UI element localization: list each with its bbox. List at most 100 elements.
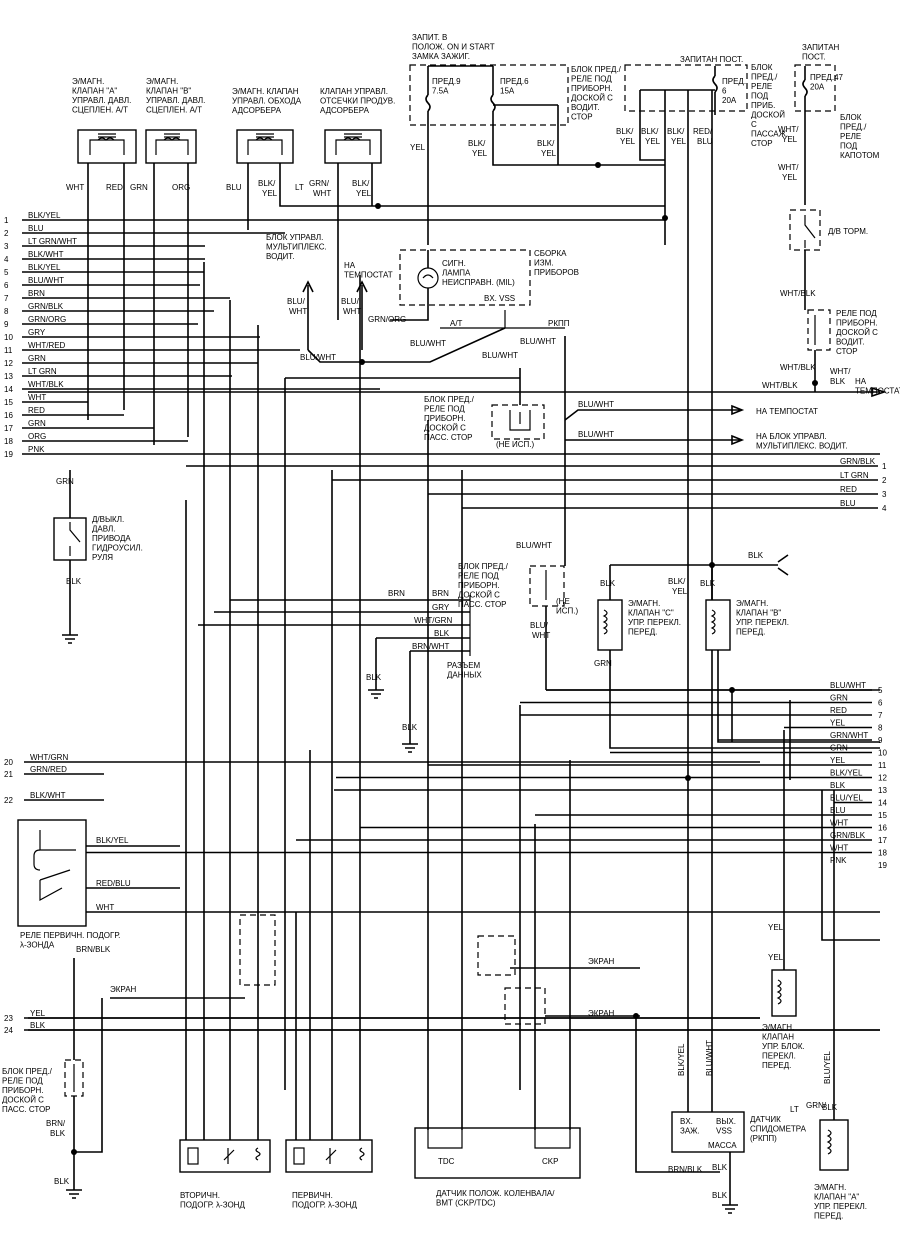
wire-label: GRN/ORG <box>368 315 406 324</box>
ground-icon <box>62 634 78 644</box>
wire-label: GRN <box>594 659 612 668</box>
wire-label: BLK <box>712 1191 728 1200</box>
wire-label: RED <box>106 183 123 192</box>
wire-color: BLK/WHT <box>30 791 66 800</box>
svg-text:Э/МАГН.КЛАПАН "B"УПР. ПЕРЕКЛ.П: Э/МАГН.КЛАПАН "B"УПР. ПЕРЕКЛ.ПЕРЕД. <box>736 599 789 637</box>
wire-label: BLK/ <box>668 577 686 586</box>
wire-color: YEL <box>830 756 846 765</box>
wire-label: BLU/WHT <box>578 400 614 409</box>
pin-number: 24 <box>4 1026 13 1035</box>
pin-number: 15 <box>4 398 13 407</box>
wire-label: GRY <box>432 603 450 612</box>
wire-color: BLU/YEL <box>830 794 863 803</box>
wire-label: BLU <box>226 183 242 192</box>
wire-color: WHT/BLK <box>28 380 64 389</box>
svg-text:ДАТЧИК ПОЛОЖ. КОЛЕНВАЛА/ВМТ (C: ДАТЧИК ПОЛОЖ. КОЛЕНВАЛА/ВМТ (CKP/TDC) <box>436 1189 555 1208</box>
solenoid-a-clutch: Э/МАГН.КЛАПАН "A"УПРАВЛ. ДАВЛ.СЦЕПЛЕН. A… <box>72 77 137 164</box>
wire-label: BLK <box>54 1177 70 1186</box>
screen-label: ЭКРАН <box>110 985 137 994</box>
at-label: A/T <box>450 319 463 328</box>
wire-color: BLU/WHT <box>28 276 64 285</box>
wire-label: GRN/ <box>309 179 330 188</box>
pin-number: 23 <box>4 1014 13 1023</box>
pin-number: 12 <box>878 774 887 783</box>
wire-color: BLK/YEL <box>28 211 61 220</box>
wire-label: BRN <box>388 589 405 598</box>
wire-color: BLK/YEL <box>830 769 863 778</box>
to-multiplex-label: НА БЛОК УПРАВЛ.МУЛЬТИПЛЕКС. ВОДИТ. <box>756 432 847 451</box>
pin-number: 9 <box>4 320 9 329</box>
wire-label: BRN <box>432 589 449 598</box>
pin-number: 2 <box>4 229 9 238</box>
pin-number: 1 <box>882 462 887 471</box>
wire-label-vert: BLK/YEL <box>677 1043 686 1076</box>
wire-label: LT <box>295 183 304 192</box>
pin-number: 7 <box>878 711 883 720</box>
wire-label: GRN <box>130 183 148 192</box>
wire-color: YEL <box>30 1009 46 1018</box>
wire-label: ORG <box>172 183 190 192</box>
wire-label: YEL <box>541 149 557 158</box>
wire-label: YEL <box>262 189 278 198</box>
wire-label: RED/BLU <box>96 879 131 888</box>
pin-number: 20 <box>4 758 13 767</box>
pin-number: 1 <box>4 216 9 225</box>
svg-text:TDC: TDC <box>438 1157 455 1166</box>
wire-color: BLK <box>30 1021 46 1030</box>
wire-label: YEL <box>410 143 426 152</box>
wire-label: BRN/BLK <box>76 945 111 954</box>
svg-text:ВТОРИЧН.ПОДОГР. λ-ЗОНД: ВТОРИЧН.ПОДОГР. λ-ЗОНД <box>180 1191 245 1210</box>
shield-ckp <box>477 935 546 1025</box>
wire-color: BRN <box>28 289 45 298</box>
wire-label: YEL <box>782 173 798 182</box>
wire-color: GRN/BLK <box>28 302 64 311</box>
pin-number: 18 <box>4 437 13 446</box>
wire-label: BLU/ <box>341 297 360 306</box>
wire-label: BLU/WHT <box>516 541 552 550</box>
o2-heater-relay: РЕЛЕ ПЕРВИЧН. ПОДОГР.λ-ЗОНДА <box>17 819 120 950</box>
wire-label: BLU/ <box>530 621 549 630</box>
pin-number: 17 <box>4 424 13 433</box>
o2-primary: ПЕРВИЧН.ПОДОГР. λ-ЗОНД <box>285 1139 373 1210</box>
wire-label: BLK <box>700 579 716 588</box>
wire-label: BLK/ <box>468 139 486 148</box>
wire-label: BLK <box>66 577 82 586</box>
solenoid-b-shift: Э/МАГН.КЛАПАН "B"УПР. ПЕРЕКЛ.ПЕРЕД. <box>705 599 789 651</box>
wire-color: BLK/WHT <box>28 250 64 259</box>
wire-label: BLK <box>712 1163 728 1172</box>
svg-text:Э/МАГН.КЛАПАН "A"УПР. ПЕРЕКЛ.П: Э/МАГН.КЛАПАН "A"УПР. ПЕРЕКЛ.ПЕРЕД. <box>814 1183 867 1221</box>
pin-number: 19 <box>4 450 13 459</box>
wire-color: GRN/WHT <box>830 731 868 740</box>
wire-label: WHT/BLK <box>762 381 798 390</box>
solenoid-c-shift: Э/МАГН.КЛАПАН "C"УПР. ПЕРЕКЛ.ПЕРЕД. <box>597 599 681 651</box>
wire-label: LT <box>790 1105 799 1114</box>
wire-color: BLK/YEL <box>28 263 61 272</box>
pin-number: 16 <box>878 824 887 833</box>
wire-color: BLU <box>28 224 44 233</box>
wire-label: YEL <box>620 137 636 146</box>
pin-number: 9 <box>878 736 883 745</box>
wire-label: BLU/WHT <box>410 339 446 348</box>
wire-label: BLU <box>697 137 713 146</box>
wire-label: YEL <box>645 137 661 146</box>
pin-number: 6 <box>878 699 883 708</box>
wire-label: BRN/ <box>46 1119 66 1128</box>
pin-number: 15 <box>878 811 887 820</box>
svg-text:Д/В ТОРМ.: Д/В ТОРМ. <box>828 227 868 236</box>
